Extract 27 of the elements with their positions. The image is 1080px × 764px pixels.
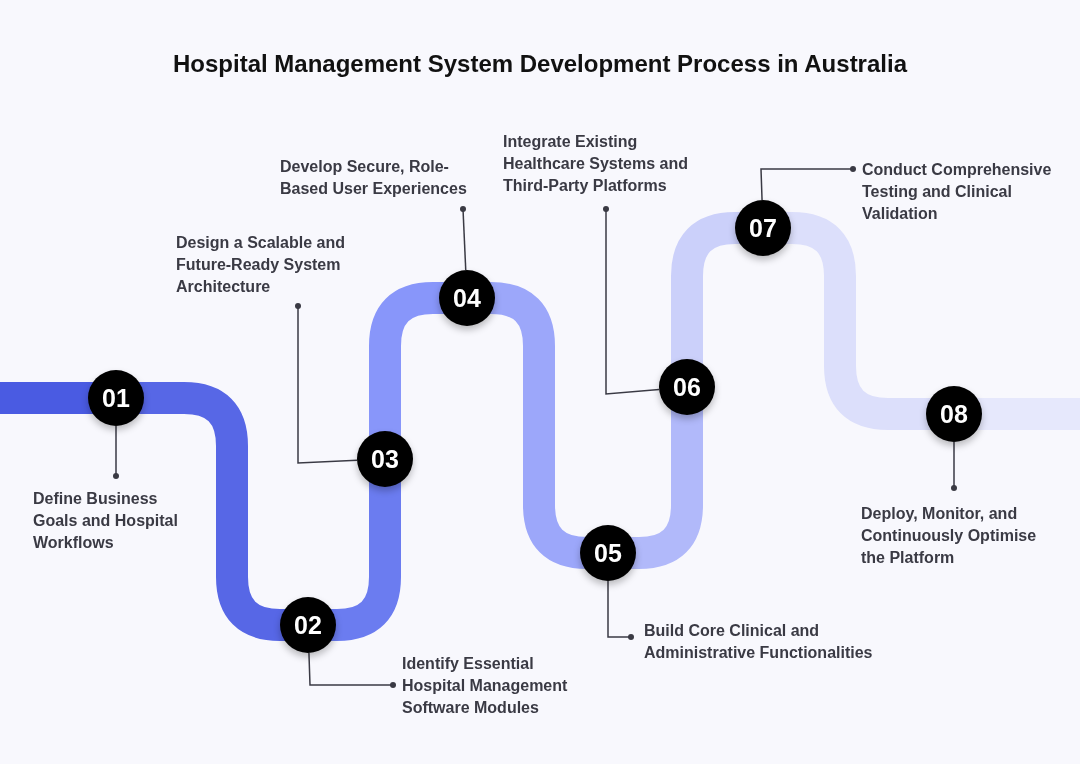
leader-line — [460, 206, 467, 271]
step-label: Build Core Clinical and Administrative Functionalities — [644, 620, 914, 664]
step-label: Design a Scalable and Future-Ready System Architecture — [176, 232, 381, 298]
leader-line — [295, 303, 358, 464]
step-number-badge: 05 — [580, 525, 636, 581]
step-number-badge: 02 — [280, 597, 336, 653]
step-number-badge: 06 — [659, 359, 715, 415]
step-label: Identify Essential Hospital Management Software Modules — [402, 653, 587, 719]
road-segment — [976, 398, 1080, 430]
leader-line — [308, 652, 396, 688]
step-number-badge: 04 — [439, 270, 495, 326]
step-number-badge: 01 — [88, 370, 144, 426]
step-label: Integrate Existing Healthcare Systems and Third-Party Platforms — [503, 131, 703, 197]
step-number-badge: 07 — [735, 200, 791, 256]
leader-line — [603, 206, 660, 395]
leader-line — [113, 425, 119, 479]
step-label: Develop Secure, Role-Based User Experiences — [280, 156, 495, 200]
step-label: Deploy, Monitor, and Continuously Optimise the Platform — [861, 503, 1056, 569]
road-segment — [0, 382, 94, 414]
step-label: Conduct Comprehensive Testing and Clinical Validation — [862, 159, 1062, 225]
leader-line — [607, 580, 634, 640]
title: Hospital Management System Development Process in Australia — [172, 50, 909, 78]
leader-line — [951, 441, 957, 491]
step-label: Define Business Goals and Hospital Workflows — [33, 488, 193, 554]
step-number-badge: 03 — [357, 431, 413, 487]
step-number-badge: 08 — [926, 386, 982, 442]
leader-line — [760, 166, 856, 201]
